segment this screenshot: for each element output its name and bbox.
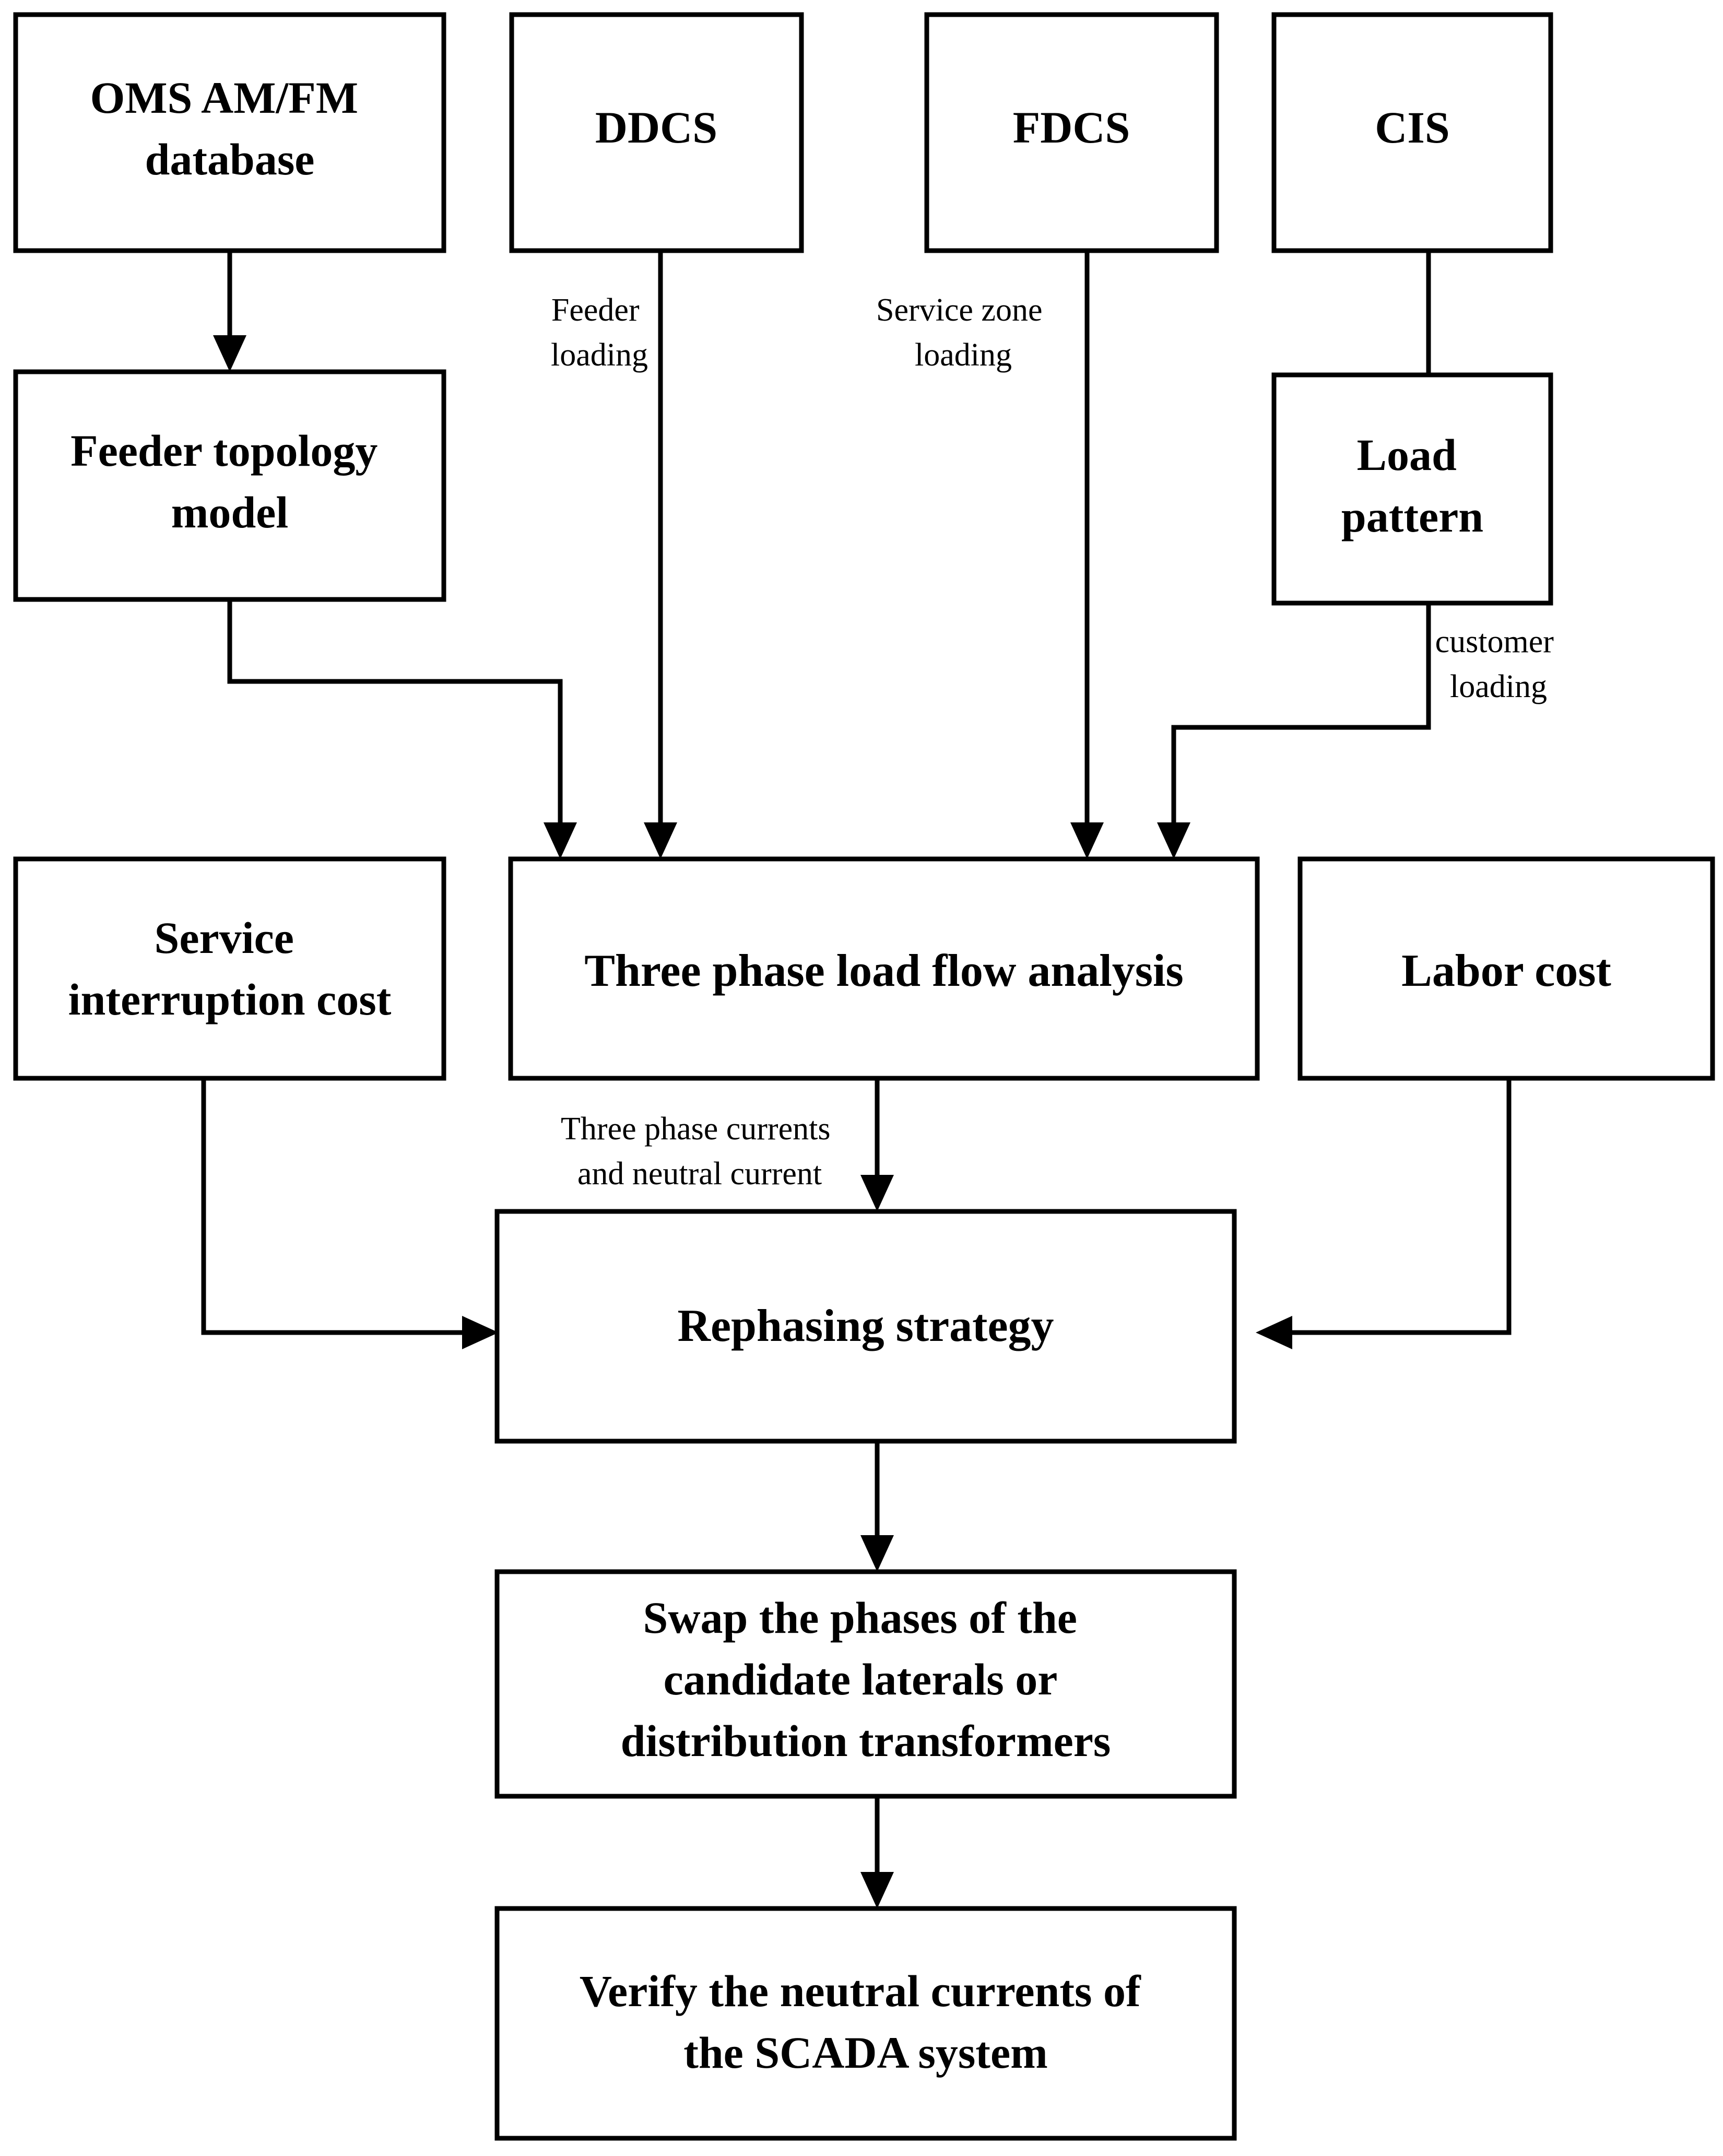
arrow-head-icon — [1256, 1316, 1292, 1349]
node-label: Service interruption cost — [68, 913, 392, 1024]
arrow-head-icon — [860, 1872, 894, 1908]
node-cis[interactable]: CIS — [1271, 12, 1553, 253]
node-label-line-2: the SCADA system — [683, 2028, 1048, 2078]
edge-label-line-1: customer — [1435, 624, 1554, 659]
node-labor-cost[interactable]: Labor cost — [1297, 856, 1715, 1081]
node-feeder-topology-model[interactable]: Feeder topology model — [13, 369, 446, 602]
node-service-interruption-cost[interactable]: Service interruption cost — [13, 856, 446, 1081]
node-label: FDCS — [1013, 102, 1130, 152]
node-label-line-2: interruption cost — [68, 974, 392, 1024]
node-box[interactable] — [494, 1209, 1237, 1444]
node-box[interactable] — [13, 856, 446, 1081]
arrow-head-icon — [644, 822, 677, 859]
node-label-line-1: Three phase load flow analysis — [584, 946, 1183, 996]
node-box[interactable] — [1297, 856, 1715, 1081]
node-label-line-1: CIS — [1375, 102, 1449, 152]
node-label-line-2: pattern — [1341, 491, 1483, 541]
node-box[interactable] — [13, 12, 446, 253]
edge-label-three-phase-currents: Three phase currents and neutral current — [561, 1111, 839, 1192]
edge-labor-to-rephase — [1256, 1078, 1512, 1349]
edge-oms-to-feeder — [213, 251, 246, 372]
arrow-head-icon — [544, 822, 577, 859]
edge-loadpattern-to-tplfa: customer loading — [1157, 603, 1562, 859]
arrow-head-icon — [213, 335, 246, 372]
node-box[interactable] — [1271, 372, 1553, 606]
arrow-head-icon — [462, 1316, 499, 1349]
node-box[interactable] — [494, 1569, 1237, 1799]
edge-label-feeder-loading: Feeder loading — [551, 292, 648, 373]
edge-label-customer-loading: customer loading — [1435, 624, 1562, 704]
node-box[interactable] — [508, 856, 1260, 1081]
node-label: Verify the neutral currents of the SCADA… — [580, 1966, 1152, 2078]
edge-line — [201, 1078, 470, 1335]
node-label-line-1: FDCS — [1013, 102, 1130, 152]
edge-ddcs-to-tplfa: Feeder loading — [551, 251, 677, 859]
node-label: Feeder topology model — [70, 426, 389, 537]
edge-label-line-1: Feeder — [551, 292, 640, 328]
node-label-line-1: DDCS — [595, 102, 717, 152]
node-label-line-1: Load — [1357, 430, 1457, 480]
edge-fdcs-to-tplfa: Service zone loading — [876, 251, 1104, 859]
edge-rephase-to-swap — [860, 1441, 894, 1572]
node-load-pattern[interactable]: Load pattern — [1271, 372, 1553, 606]
node-label: Three phase load flow analysis — [584, 946, 1183, 996]
edge-swap-to-verify — [860, 1796, 894, 1908]
node-label-line-2: model — [171, 487, 289, 537]
edge-label-line-2: loading — [551, 337, 648, 373]
edge-label-line-1: Three phase currents — [561, 1111, 830, 1147]
node-label-line-1: OMS AM/FM — [90, 73, 358, 123]
edge-sic-to-rephase — [201, 1078, 499, 1349]
node-swap-phases[interactable]: Swap the phases of the candidate lateral… — [494, 1569, 1237, 1799]
node-label-line-1: Service — [155, 913, 294, 963]
node-rephasing-strategy[interactable]: Rephasing strategy — [494, 1209, 1237, 1444]
node-label-line-3: distribution transformers — [621, 1716, 1111, 1766]
node-fdcs[interactable]: FDCS — [924, 12, 1219, 253]
node-label: DDCS — [595, 102, 717, 152]
node-three-phase-load-flow-analysis[interactable]: Three phase load flow analysis — [508, 856, 1260, 1081]
node-label-line-1: Rephasing strategy — [677, 1301, 1054, 1351]
arrow-head-icon — [860, 1175, 894, 1211]
node-box[interactable] — [494, 1906, 1237, 2141]
node-label-line-2: database — [145, 134, 315, 184]
node-label: Labor cost — [1401, 946, 1611, 996]
node-label: Rephasing strategy — [677, 1301, 1054, 1351]
edge-label-line-2: loading — [1450, 669, 1547, 704]
edge-line — [227, 599, 563, 830]
node-label-line-2: candidate laterals or — [664, 1654, 1057, 1704]
edge-tplfa-to-rephase: Three phase currents and neutral current — [561, 1078, 894, 1211]
arrow-head-icon — [1157, 822, 1190, 859]
arrow-head-icon — [860, 1535, 894, 1572]
node-label: Load pattern — [1341, 430, 1483, 541]
edge-label-line-2: loading — [915, 337, 1012, 373]
node-label-line-1: Labor cost — [1401, 946, 1611, 996]
edge-line — [1171, 603, 1431, 830]
edge-label-service-zone-loading: Service zone loading — [876, 292, 1051, 373]
node-label-line-1: Feeder topology — [70, 426, 377, 476]
node-box[interactable] — [924, 12, 1219, 253]
edge-label-line-1: Service zone — [876, 292, 1042, 328]
node-verify-neutral-currents[interactable]: Verify the neutral currents of the SCADA… — [494, 1906, 1237, 2141]
node-label: CIS — [1375, 102, 1449, 152]
node-box[interactable] — [13, 369, 446, 602]
edge-feeder-to-tplfa — [227, 599, 577, 859]
node-box[interactable] — [1271, 12, 1553, 253]
node-label-line-1: Swap the phases of the — [643, 1593, 1077, 1643]
node-label: OMS AM/FM database — [90, 73, 369, 184]
arrow-head-icon — [1070, 822, 1104, 859]
node-label: Swap the phases of the candidate lateral… — [621, 1593, 1111, 1766]
node-ddcs[interactable]: DDCS — [509, 12, 804, 253]
edge-line — [1284, 1078, 1512, 1335]
node-oms-am-fm-database[interactable]: OMS AM/FM database — [13, 12, 446, 253]
node-box[interactable] — [509, 12, 804, 253]
node-label-line-1: Verify the neutral currents of — [580, 1966, 1141, 2016]
edge-label-line-2: and neutral current — [577, 1156, 822, 1192]
